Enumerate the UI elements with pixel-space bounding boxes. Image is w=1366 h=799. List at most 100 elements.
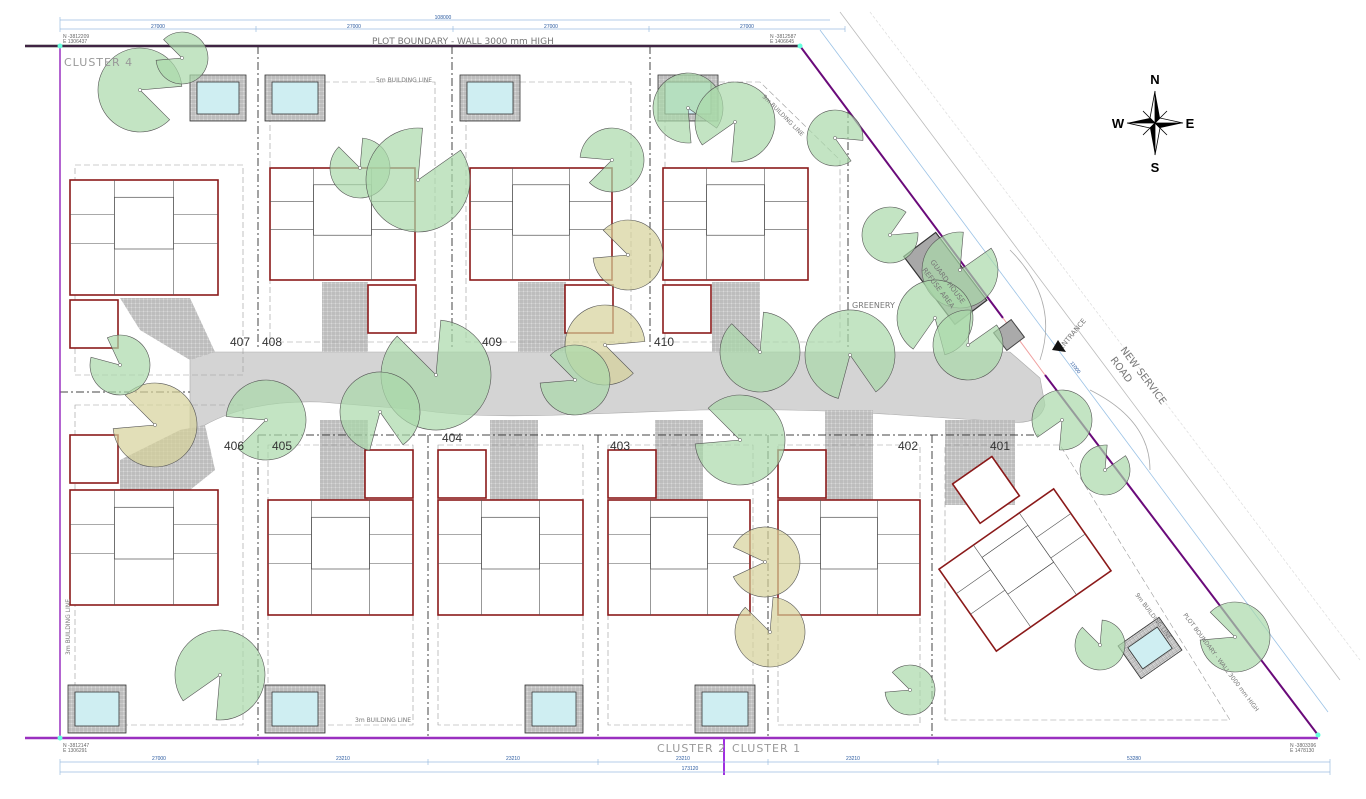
tree-trunk <box>768 630 772 634</box>
tree-trunk <box>118 363 122 367</box>
interior-walls <box>956 512 1086 628</box>
dimension-text: 108000 <box>435 15 452 21</box>
boundary-label: PLOT BOUNDARY - WALL 3000 mm HIGH <box>372 37 554 47</box>
house-outline <box>267 499 414 616</box>
pool-water <box>701 691 749 727</box>
lot-number: 409 <box>482 335 502 349</box>
house-outline <box>437 499 584 616</box>
road-edge <box>869 11 1361 661</box>
tree-trunk <box>933 316 937 320</box>
lot-number: 401 <box>990 439 1010 453</box>
road-edge <box>839 11 1341 681</box>
tree-trunk <box>1103 468 1107 472</box>
pool-water <box>531 691 577 727</box>
house <box>607 449 751 616</box>
interior-walls <box>470 168 612 280</box>
compass-south: S <box>1151 160 1160 175</box>
building-line-label: 3m BUILDING LINE <box>65 599 72 655</box>
coordinate-label: N -3803396 <box>1290 743 1316 749</box>
compass-north: N <box>1150 72 1159 87</box>
tree-trunk <box>848 353 852 357</box>
garage <box>69 434 119 484</box>
house <box>937 455 1113 653</box>
cluster4-driveway <box>120 298 215 360</box>
compass-east: E <box>1186 116 1195 131</box>
tree-trunk <box>686 106 690 110</box>
tree-trunk <box>763 560 767 564</box>
compass-west: W <box>1112 116 1125 131</box>
tree-trunk <box>264 418 268 422</box>
coordinate-label: N -3812587 <box>770 34 796 40</box>
house <box>662 167 809 334</box>
house <box>777 449 921 616</box>
dimension-text: 23210 <box>846 756 860 762</box>
house-outline <box>662 167 809 281</box>
house <box>267 449 414 616</box>
driveway <box>825 410 873 500</box>
building-line-label: 5m BUILDING LINE <box>376 77 432 84</box>
dimension-text: 27000 <box>544 24 558 30</box>
coordinate-label: N -3812147 <box>63 743 89 749</box>
tree-trunk <box>218 673 222 677</box>
swimming-pool <box>189 74 247 122</box>
tree-trunk <box>180 56 184 60</box>
tree-trunk <box>1233 635 1237 639</box>
pool-water <box>271 81 319 115</box>
dimension-text: 27000 <box>151 24 165 30</box>
dimension-text: 53280 <box>1127 756 1141 762</box>
tree-trunk <box>138 88 142 92</box>
greenery-label: GREENERY <box>852 301 895 310</box>
pool-water <box>74 691 120 727</box>
lot-number: 403 <box>610 439 630 453</box>
dimension-text: 27000 <box>347 24 361 30</box>
driveway <box>518 282 566 352</box>
dimension-text: 23210 <box>676 756 690 762</box>
house <box>69 179 219 349</box>
tree-trunk <box>966 343 970 347</box>
tree-trunk <box>416 178 420 182</box>
building-line <box>944 444 1231 721</box>
lot-number: 406 <box>224 439 244 453</box>
garage <box>367 284 417 334</box>
tree-trunk <box>733 120 737 124</box>
garage <box>662 284 712 334</box>
pool-water <box>1127 626 1173 670</box>
garage <box>777 449 827 499</box>
house <box>69 434 219 606</box>
interior-walls <box>270 168 415 280</box>
bottom-dimension-lines <box>59 759 1331 775</box>
building-line <box>465 81 632 343</box>
cluster-label: CLUSTER 2 <box>657 742 726 755</box>
tree-trunk <box>153 423 157 427</box>
lot-number: 410 <box>654 335 674 349</box>
house-outline <box>69 489 219 606</box>
lot-number: 407 <box>230 335 250 349</box>
tree-trunk <box>1098 643 1102 647</box>
dimension-text: 27000 <box>152 756 166 762</box>
house-outline <box>937 487 1113 653</box>
driveway <box>655 420 703 500</box>
lot-number: 404 <box>442 431 462 445</box>
top-dimension-lines <box>59 17 846 32</box>
tree-trunk <box>888 233 892 237</box>
swimming-pool <box>1117 616 1183 680</box>
garage <box>607 449 657 499</box>
house-outline <box>607 499 751 616</box>
north-arrow-icon <box>1126 90 1184 156</box>
swimming-pool <box>264 684 326 734</box>
tree-trunk <box>1060 418 1064 422</box>
cluster-label: CLUSTER 4 <box>64 56 133 69</box>
cluster-label: CLUSTER 1 <box>732 742 801 755</box>
lot-number: 402 <box>898 439 918 453</box>
plot-boundary <box>25 43 1321 775</box>
house <box>437 449 584 616</box>
dimension-text: 23210 <box>336 756 350 762</box>
pool-water <box>466 81 514 115</box>
swimming-pool <box>459 74 521 122</box>
tree-canopy <box>89 334 151 396</box>
road-curve <box>1089 389 1151 471</box>
pool-water <box>196 81 240 115</box>
building-line-label: 3m BUILDING LINE <box>355 717 411 724</box>
coordinate-label: E 1306291 <box>63 748 87 754</box>
